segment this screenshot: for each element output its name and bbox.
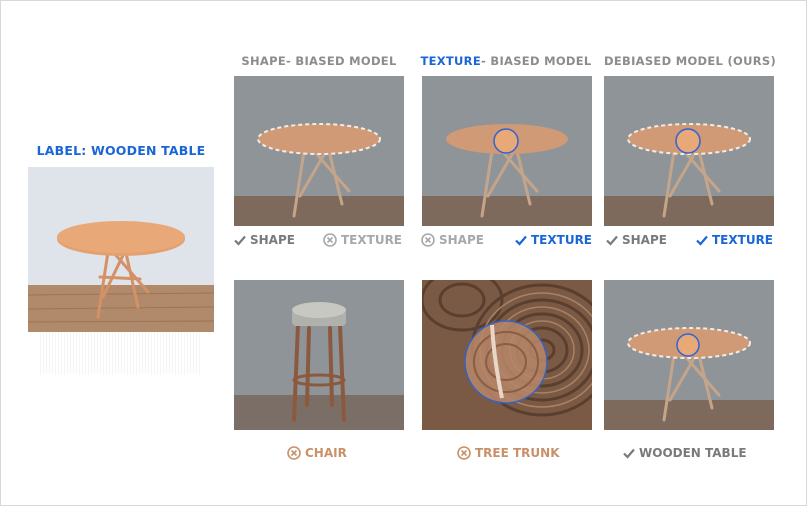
wooden-table-prediction-tag: WOODEN TABLE: [623, 446, 747, 460]
cross-circle-icon: [287, 446, 301, 460]
texture-cue-tree-trunk-image: [422, 280, 592, 430]
check-icon: [696, 235, 708, 246]
debiased-wooden-table-image: [604, 280, 774, 430]
tree-trunk-prediction-tag: TREE TRUNK: [457, 446, 560, 460]
shape-biased-texture-tag: TEXTURE: [323, 233, 402, 247]
debiased-saliency-image: [604, 76, 774, 226]
texture-biased-saliency-image: [422, 76, 592, 226]
input-label: LABEL: WOODEN TABLE: [36, 143, 206, 158]
check-icon: [515, 235, 527, 246]
texture-biased-texture-tag: TEXTURE: [515, 233, 592, 247]
cross-circle-icon: [323, 233, 337, 247]
input-image-wooden-table: [28, 167, 214, 332]
shape-biased-saliency-image: [234, 76, 404, 226]
input-image-reflection: [40, 332, 200, 374]
column-header-shape-biased: SHAPE- BIASED MODEL: [241, 54, 397, 68]
debiased-texture-tag: TEXTURE: [696, 233, 773, 247]
shape-cue-chair-image: [234, 280, 404, 430]
debiased-shape-tag: SHAPE: [606, 233, 667, 247]
cross-circle-icon: [421, 233, 435, 247]
column-header-debiased: DEBIASED MODEL (OURS): [604, 54, 777, 68]
column-header-texture-biased: TEXTURE- BIASED MODEL: [420, 54, 592, 68]
shape-biased-shape-tag: SHAPE: [234, 233, 295, 247]
cross-circle-icon: [457, 446, 471, 460]
check-icon: [623, 448, 635, 459]
check-icon: [606, 235, 618, 246]
chair-prediction-tag: CHAIR: [287, 446, 347, 460]
check-icon: [234, 235, 246, 246]
texture-biased-shape-tag: SHAPE: [421, 233, 484, 247]
